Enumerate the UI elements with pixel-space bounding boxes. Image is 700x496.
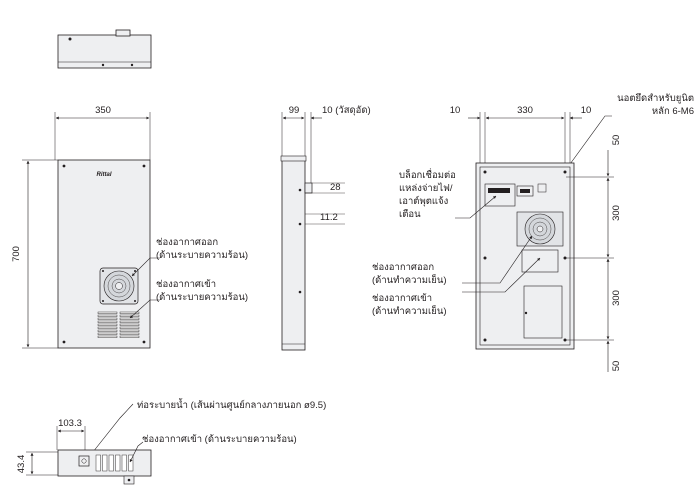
side-bracket <box>304 182 313 194</box>
front-inlet-label-1: ช่องอากาศเข้า <box>156 279 216 290</box>
rear-inlet-label-2: (ด้านทำความเย็น) <box>372 304 447 317</box>
louvre-slot <box>119 335 140 338</box>
bottom-inlet-leader <box>129 441 144 463</box>
louvre-slot <box>119 314 140 317</box>
side-depth-dim: 99 <box>289 105 300 116</box>
bottom-height-dim: 43.4 <box>16 455 27 474</box>
front-outlet-label-1: ช่องอากาศออก <box>156 237 218 248</box>
louvre-slot <box>97 329 118 332</box>
rear-outlet-label-1: ช่องอากาศออก <box>372 262 434 273</box>
louvre-slot <box>128 454 134 472</box>
louvre-slot <box>102 454 108 472</box>
rear-outlet-fan <box>516 211 564 247</box>
rear-connector-block <box>484 183 547 207</box>
front-inlet-leader <box>129 299 160 319</box>
louvre-slot <box>97 323 118 326</box>
louvre-slot <box>95 454 101 472</box>
louvre-slot <box>97 320 118 323</box>
side-body <box>281 159 306 351</box>
rear-lower-panel <box>523 285 563 339</box>
top-view-body <box>57 34 152 69</box>
front-outlet-label-2: (ด้านระบายความร้อน) <box>156 250 248 261</box>
rear-outlet-leader <box>462 235 533 284</box>
louvre-slot <box>119 317 140 320</box>
rear-view: 10 330 10 นอตยึดสำหรับยูนิต หลัก 6-M6 <box>372 93 694 372</box>
brand-logo: Rittal <box>97 172 112 178</box>
side-stud-dim: 10 (วัสดุอัด) <box>322 105 371 116</box>
louvre-slot <box>119 332 140 335</box>
louvre-slot <box>119 326 140 329</box>
louvre-slot <box>119 311 140 314</box>
top-view-boss <box>115 29 131 37</box>
louvre-slot <box>97 326 118 329</box>
rear-connector-label-4: เตือน <box>399 209 421 220</box>
rear-inlet-opening <box>521 249 559 273</box>
louvre-slot <box>108 454 114 472</box>
rear-dim-right: 10 <box>581 105 592 116</box>
bottom-drain-leader <box>84 403 134 463</box>
rear-inlet-leader <box>462 257 541 293</box>
top-view-screw <box>101 63 105 67</box>
rear-mount-leader <box>564 115 612 172</box>
front-inlet-louvre <box>97 311 140 338</box>
top-view-screw <box>130 63 134 67</box>
top-view <box>57 29 152 69</box>
rear-connector-label-2: แหล่งจ่ายไฟ/ <box>399 182 453 194</box>
top-view-screw <box>68 37 72 41</box>
rear-vdim-2: 300 <box>611 205 622 221</box>
louvre-slot <box>97 332 118 335</box>
rear-inlet-label-1: ช่องอากาศเข้า <box>372 293 432 304</box>
louvre-slot <box>119 329 140 332</box>
rear-mount-label-2: หลัก 6-M6 <box>652 106 694 117</box>
rear-connector-label-1: บล็อกเชื่อมต่อ <box>399 168 456 181</box>
side-top-cap <box>280 155 307 162</box>
front-outlet-leader <box>131 257 160 277</box>
louvre-slot <box>97 314 118 317</box>
rear-connector-leader <box>455 195 497 219</box>
bottom-width-dim: 103.3 <box>58 418 82 429</box>
rear-connector-label-3: เอาต์พุตแจ้ง <box>399 195 448 207</box>
side-view: 99 10 (วัสดุอัด) 28 11.2 <box>280 105 371 351</box>
rear-dim-left: 10 <box>450 105 461 116</box>
louvre-slot <box>97 311 118 314</box>
louvre-slot <box>97 335 118 338</box>
front-height-dim: 700 <box>11 246 22 262</box>
rear-mount-label-1: นอตยึดสำหรับยูนิต <box>617 93 694 104</box>
front-inlet-label-2: (ด้านระบายความร้อน) <box>156 292 248 303</box>
bottom-view: ท่อระบายน้ำ (เส้นผ่านศูนย์กลางภายนอก ø9.… <box>16 398 326 485</box>
rear-dim-center: 330 <box>517 105 533 116</box>
bottom-inlet-label: ช่องอากาศเข้า (ด้านระบายความร้อน) <box>142 434 297 445</box>
rear-vdim-3: 300 <box>611 290 622 306</box>
rear-vdim-4: 50 <box>611 361 622 372</box>
louvre-slot <box>97 317 118 320</box>
rear-vdim-1: 50 <box>611 135 622 146</box>
bottom-drain-label: ท่อระบายน้ำ (เส้นผ่านศูนย์กลางภายนอก ø9.… <box>137 398 326 411</box>
side-bracket-dim-2: 11.2 <box>320 212 338 223</box>
front-outlet-fan <box>99 267 139 305</box>
louvre-slot <box>115 454 121 472</box>
bottom-drain <box>78 455 90 467</box>
louvre-slot <box>119 323 140 326</box>
front-view: 350 700 Rittal ช่องอากาศออก (ด้ <box>11 105 248 349</box>
bottom-inlet-louvre <box>95 454 134 472</box>
rear-outlet-label-2: (ด้านทำความเย็น) <box>372 273 447 286</box>
louvre-slot <box>121 454 127 472</box>
side-bracket-dim-1: 28 <box>330 182 341 193</box>
front-width-dim: 350 <box>95 105 111 116</box>
louvre-slot <box>119 320 140 323</box>
